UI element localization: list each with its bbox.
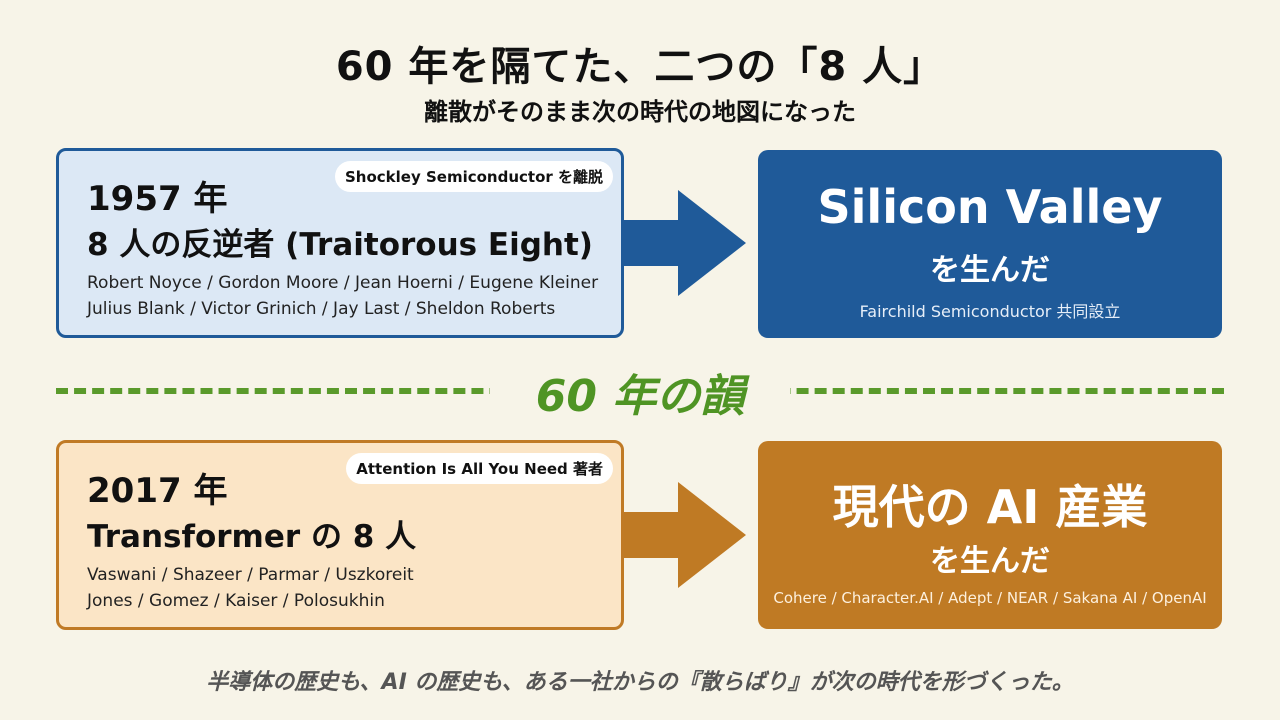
ai-companies-note: Cohere / Character.AI / Adept / NEAR / S… — [773, 589, 1207, 607]
arrow-right-icon — [624, 190, 746, 296]
attention-badge: Attention Is All You Need 著者 — [346, 453, 613, 484]
transformer-eight-box: 2017 年 Attention Is All You Need 著者 Tran… — [56, 440, 624, 630]
silicon-valley-title: Silicon Valley — [817, 180, 1163, 234]
footer-caption: 半導体の歴史も、AI の歴史も、ある一社からの『散らばり』が次の時代を形づくった… — [206, 670, 1074, 695]
fairchild-note: Fairchild Semiconductor 共同設立 — [859, 302, 1121, 321]
ai-industry-box: 現代の AI 産業 を生んだ Cohere / Character.AI / A… — [758, 441, 1222, 629]
transformer-eight-heading: Transformer の 8 人 — [87, 519, 417, 555]
page-title: 60 年を隔てた、二つの「8 人」 — [335, 44, 945, 90]
ai-industry-sub: を生んだ — [930, 544, 1050, 579]
page-subtitle: 離散がそのまま次の時代の地図になった — [424, 98, 856, 126]
traitorous-eight-heading: 8 人の反逆者 (Traitorous Eight) — [87, 227, 593, 263]
names-line-2: Julius Blank / Victor Grinich / Jay Last… — [87, 299, 556, 319]
silicon-valley-sub: を生んだ — [930, 253, 1050, 288]
year-1957: 1957 年 — [87, 179, 228, 219]
year-2017: 2017 年 — [87, 471, 228, 511]
divider-label: 60 年の韻 — [490, 360, 790, 424]
names-line-1: Robert Noyce / Gordon Moore / Jean Hoern… — [87, 273, 599, 293]
traitorous-eight-box: 1957 年 Shockley Semiconductor を離脱 8 人の反逆… — [56, 148, 624, 338]
arrow-right-icon — [624, 482, 746, 588]
shockley-badge: Shockley Semiconductor を離脱 — [335, 161, 613, 192]
names-line-1: Vaswani / Shazeer / Parmar / Uszkoreit — [87, 565, 414, 585]
silicon-valley-box: Silicon Valley を生んだ Fairchild Semiconduc… — [758, 150, 1222, 338]
names-line-2: Jones / Gomez / Kaiser / Polosukhin — [87, 591, 385, 611]
ai-industry-title: 現代の AI 産業 — [832, 480, 1148, 534]
